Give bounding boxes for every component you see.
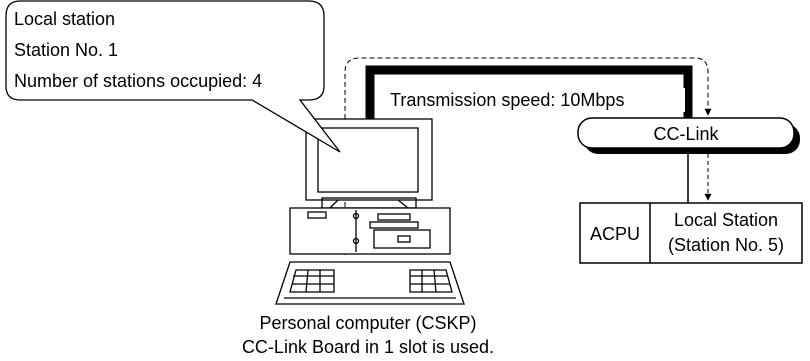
station-label-line2: (Station No. 5) xyxy=(668,235,784,255)
callout-line-1: Local station xyxy=(14,9,115,29)
station-connection xyxy=(687,154,712,203)
cc-link-module-label: CC-Link xyxy=(653,124,719,144)
pc-caption-line2: CC-Link Board in 1 slot is used. xyxy=(242,337,494,357)
system-unit xyxy=(289,207,451,255)
station-label-line1: Local Station xyxy=(674,210,778,230)
acpu-label: ACPU xyxy=(590,224,640,244)
transmission-speed-label: Transmission speed: 10Mbps xyxy=(390,90,624,110)
pc-caption-line1: Personal computer (CSKP) xyxy=(259,313,476,333)
local-station-callout: Local station Station No. 1 Number of st… xyxy=(5,0,341,153)
transmission-cable xyxy=(365,65,693,120)
data-path-pc-to-cclink xyxy=(344,57,712,255)
monitor-screen xyxy=(317,127,419,193)
callout-line-3: Number of stations occupied: 4 xyxy=(14,71,262,91)
callout-line-2: Station No. 1 xyxy=(14,40,118,60)
local-station-5: ACPU Local Station (Station No. 5) xyxy=(579,202,803,264)
personal-computer-icon xyxy=(275,118,465,305)
monitor xyxy=(305,118,433,201)
keyboard xyxy=(275,261,465,305)
cc-link-module: CC-Link xyxy=(577,117,800,154)
speed-label-background xyxy=(385,88,685,112)
